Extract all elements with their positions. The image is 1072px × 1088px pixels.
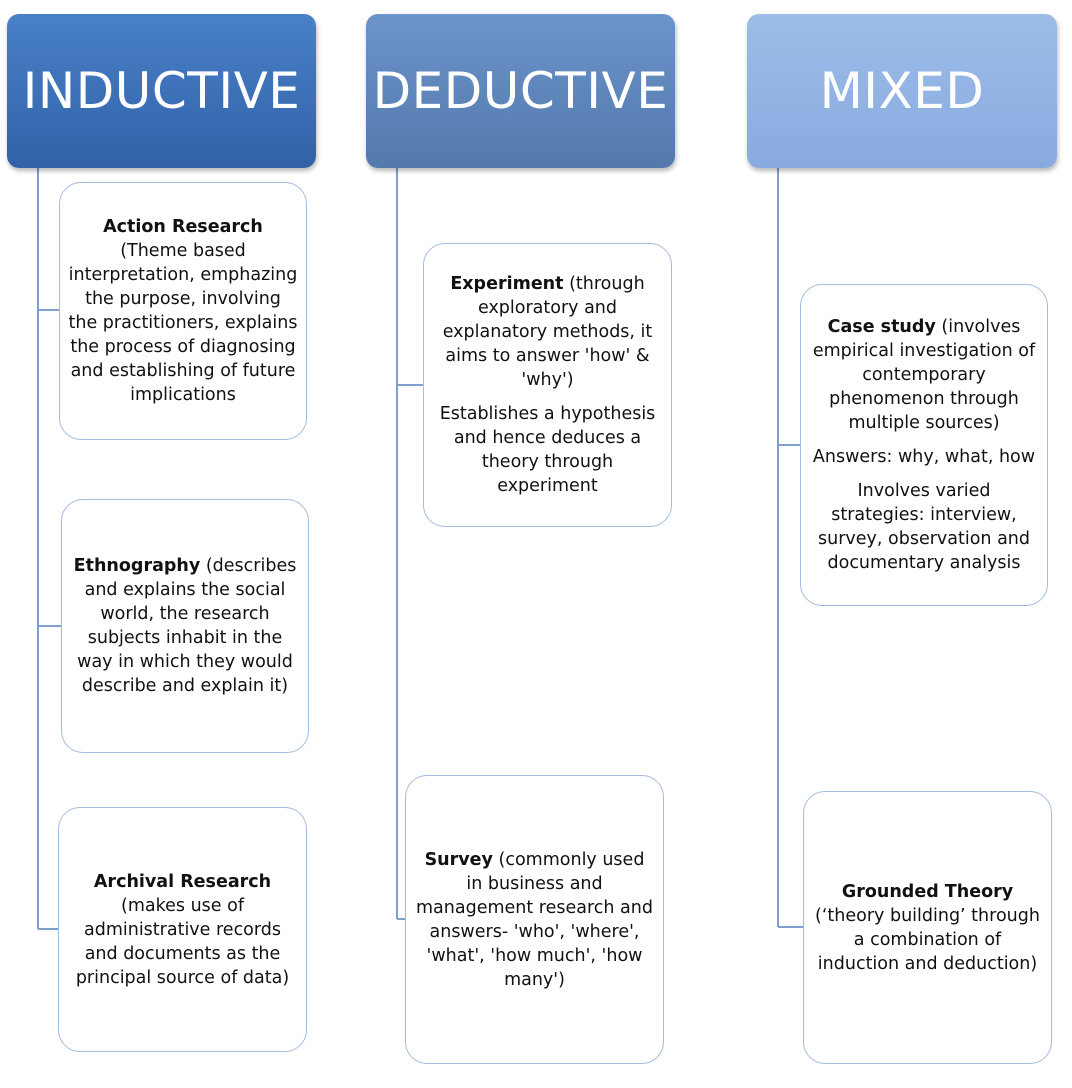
experiment-text: Experiment (through exploratory and expl… [432,272,663,392]
grounded-theory-box: Grounded Theory (‘theory building’ throu… [803,791,1052,1064]
inductive-heading: INDUCTIVE [22,62,301,120]
archival-research-title: Archival Research [93,871,272,892]
case-study-desc: (involves empirical investigation of con… [812,317,1036,433]
ethnography-desc: (describes and explains the social world… [77,556,297,696]
deductive-header: DEDUCTIVE [366,14,675,168]
experiment-desc: (through exploratory and explanatory met… [442,274,653,390]
archival-research-box: Archival Research (makes use of administ… [58,807,307,1052]
action-research-text: Action Research (Theme based interpretat… [68,215,298,407]
archival-research-text: Archival Research (makes use of administ… [67,870,298,990]
survey-box: Survey (commonly used in business and ma… [405,775,664,1064]
case-study-text: Case study (involves empirical investiga… [809,315,1039,435]
ethnography-box: Ethnography (describes and explains the … [61,499,309,753]
mixed-header: MIXED [747,14,1057,168]
case-study-answers-text: Answers: why, what, how [812,447,1036,467]
deductive-heading: DEDUCTIVE [372,62,669,120]
experiment-box: Experiment (through exploratory and expl… [423,243,672,527]
survey-text: Survey (commonly used in business and ma… [414,848,655,992]
case-study-strategies-text: Involves varied strategies: interview, s… [818,481,1030,573]
case-study-box: Case study (involves empirical investiga… [800,284,1048,606]
survey-desc: (commonly used in business and managemen… [416,849,653,990]
archival-research-desc: (makes use of administrative records and… [75,895,290,988]
survey-title: Survey [424,849,493,870]
inductive-header: INDUCTIVE [7,14,316,168]
ethnography-text: Ethnography (describes and explains the … [70,554,300,698]
experiment-hypothesis-text: Establishes a hypothesis and hence deduc… [439,404,656,496]
experiment-title: Experiment [450,274,564,294]
ethnography-title: Ethnography [73,556,201,576]
mixed-heading: MIXED [819,62,985,120]
grounded-theory-desc: (‘theory building’ through a combination… [815,905,1040,974]
action-research-desc: (Theme based interpretation, emphazing t… [68,241,298,405]
action-research-box: Action Research (Theme based interpretat… [59,182,307,440]
grounded-theory-text: Grounded Theory (‘theory building’ throu… [812,880,1043,976]
grounded-theory-title: Grounded Theory [841,881,1014,902]
case-study-title: Case study [827,317,936,337]
action-research-title: Action Research [103,217,263,237]
